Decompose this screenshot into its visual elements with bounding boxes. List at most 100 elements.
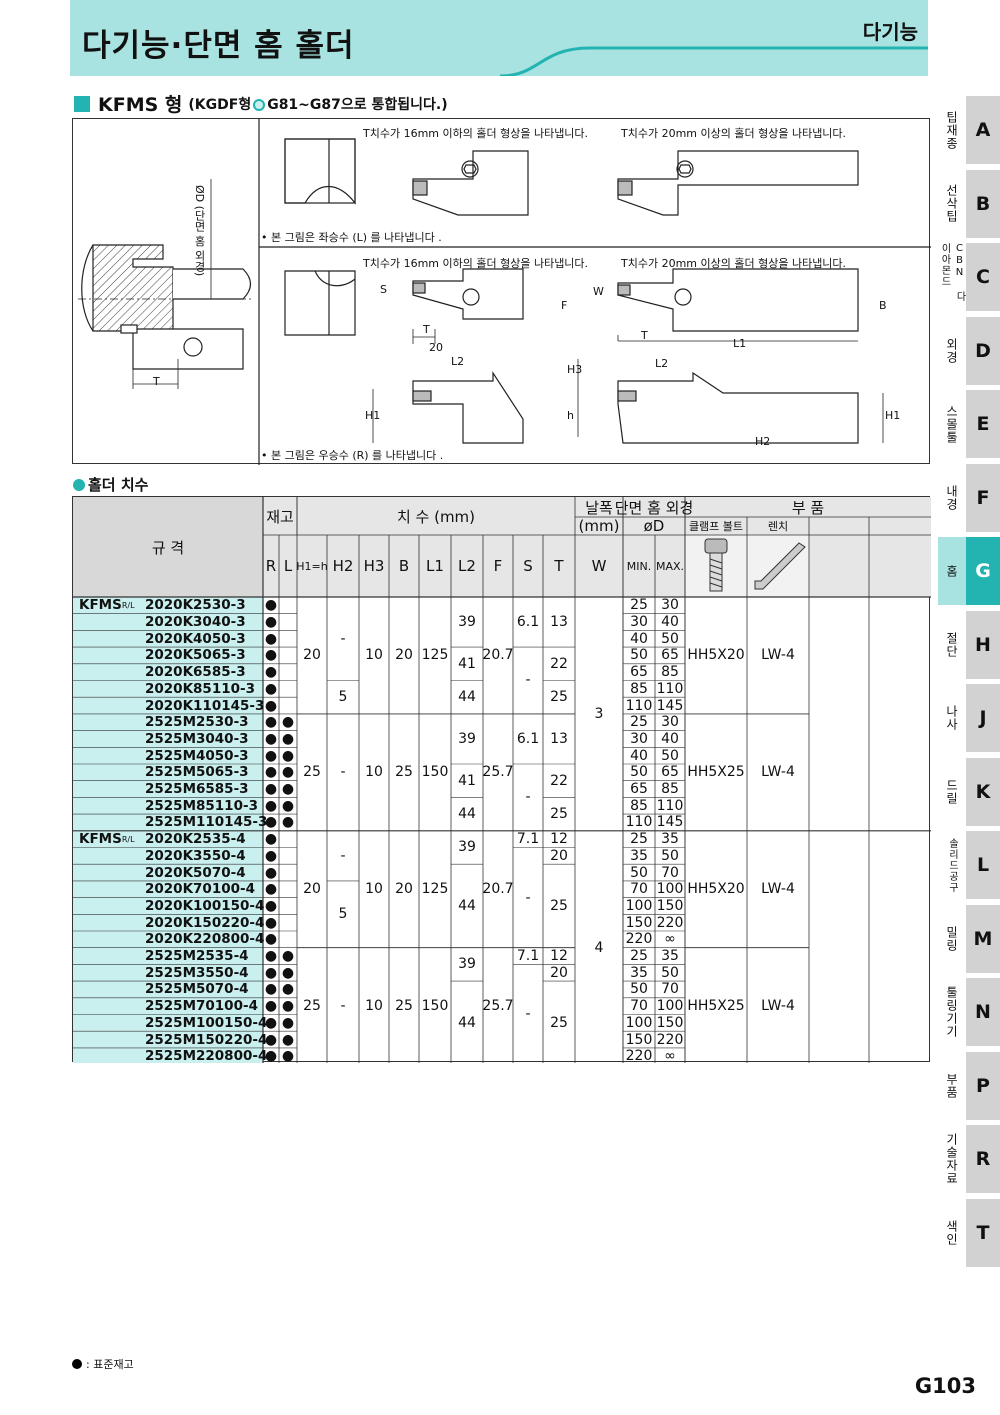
stock-l xyxy=(279,630,297,647)
od-max: 35 xyxy=(661,948,679,965)
cell-s: 7.1 xyxy=(516,831,540,848)
stock-r: ● xyxy=(264,1014,278,1031)
side-tab-t[interactable]: T xyxy=(966,1198,1000,1267)
side-tab-label-l[interactable]: 솔리드공구 xyxy=(946,837,958,893)
od-min: 50 xyxy=(630,647,648,664)
side-tab-label-a[interactable]: 팁재종 xyxy=(944,110,959,150)
cell-s: - xyxy=(525,1006,531,1023)
side-tab-r[interactable]: R xyxy=(966,1125,1000,1193)
side-tab-m[interactable]: M xyxy=(966,904,1000,973)
row-code: 2525M220800-4 xyxy=(145,1048,268,1065)
side-tab-e[interactable]: E xyxy=(966,390,1000,458)
od-min: 35 xyxy=(630,847,648,864)
od-label: ØD (단면 홈 외경) xyxy=(193,185,206,277)
row-code: 2525M3040-3 xyxy=(145,730,249,747)
header-band xyxy=(70,0,928,76)
stock-r: ● xyxy=(264,680,278,697)
row-code: 2525M70100-4 xyxy=(145,998,258,1015)
header-l1: L1 xyxy=(426,557,444,575)
od-min: 50 xyxy=(630,981,648,998)
dim-B: B xyxy=(879,299,887,312)
header-h1h: H1=h xyxy=(296,559,328,573)
cell-t: 12 xyxy=(550,831,568,848)
cell-l2: 39 xyxy=(458,730,476,747)
row-code: 2525M2530-3 xyxy=(145,714,249,731)
side-tab-label-c[interactable]: CBN 다이아몬드 xyxy=(939,243,965,302)
od-min: 150 xyxy=(625,914,653,931)
stock-l xyxy=(279,614,297,631)
side-tab-label-j[interactable]: 나사 xyxy=(944,705,959,731)
cell-s: - xyxy=(525,889,531,906)
row-code: 2020K100150-4 xyxy=(145,897,265,914)
side-tab-label-g[interactable]: 홈 xyxy=(938,537,966,605)
side-tab-label-k[interactable]: 드릴 xyxy=(944,778,959,805)
stock-r: ● xyxy=(264,981,278,998)
side-tab-label-p[interactable]: 부품 xyxy=(944,1072,959,1099)
side-tab-label-h[interactable]: 절단 xyxy=(944,631,959,658)
cell-l2: 41 xyxy=(458,655,476,672)
side-tab-label-b[interactable]: 선삭팁 xyxy=(944,184,959,223)
od-max: 220 xyxy=(656,1031,684,1048)
side-tab-b[interactable]: B xyxy=(966,169,1000,238)
stock-r: ● xyxy=(264,697,278,714)
side-tab-label-m[interactable]: 밀링 xyxy=(944,925,959,952)
side-tab-label-t[interactable]: 색인 xyxy=(944,1219,959,1246)
technical-drawing: T치수가 16mm 이하의 홀더 형상을 나타냅니다. T치수가 20mm 이상… xyxy=(72,118,931,465)
side-tab-h[interactable]: H xyxy=(966,610,1000,679)
caption-t16-top: T치수가 16mm 이하의 홀더 형상을 나타냅니다. xyxy=(363,127,589,140)
dim-H1-short: H1 xyxy=(365,409,381,422)
stock-r: ● xyxy=(264,847,278,864)
stock-r: ● xyxy=(264,948,278,965)
od-min: 110 xyxy=(625,697,653,714)
od-min: 40 xyxy=(630,747,648,764)
cell-f: 25.7 xyxy=(482,998,514,1015)
side-tab-f[interactable]: F xyxy=(966,463,1000,532)
stock-l: ● xyxy=(281,814,295,831)
row-code: 2525M5065-3 xyxy=(145,764,249,781)
dim-H2: H2 xyxy=(755,435,771,448)
row-code: 2020K150220-4 xyxy=(145,914,265,931)
cell-l2: 41 xyxy=(458,772,476,789)
side-tab-label-f[interactable]: 내경 xyxy=(944,484,959,511)
stock-l: ● xyxy=(281,781,295,798)
side-tab-label-e[interactable]: 스몰툴 xyxy=(944,404,959,444)
side-tab-c[interactable]: C xyxy=(966,243,1000,311)
cell-h1h: 25 xyxy=(303,764,321,781)
dim-F: F xyxy=(561,299,568,312)
side-tab-label-r[interactable]: 기술자료 xyxy=(944,1133,959,1185)
cell-h1h: 25 xyxy=(303,998,321,1015)
side-tab-p[interactable]: P xyxy=(966,1051,1000,1120)
od-max: 30 xyxy=(661,597,679,614)
od-max: 40 xyxy=(661,614,679,631)
od-min: 65 xyxy=(630,664,648,681)
row-code: 2525M150220-4 xyxy=(145,1031,268,1048)
od-max: 150 xyxy=(656,1014,684,1031)
side-tab-label-n[interactable]: 툴링기기 xyxy=(944,986,959,1038)
side-tab-g[interactable]: G xyxy=(966,537,1000,605)
od-max: 110 xyxy=(656,680,684,697)
row-code: 2020K6585-3 xyxy=(145,664,246,681)
side-tab-k[interactable]: K xyxy=(966,757,1000,826)
dim-L2-long: L2 xyxy=(655,357,669,370)
dim-L1: L1 xyxy=(733,337,747,350)
cell-wrench: LW-4 xyxy=(761,881,795,898)
side-tab-a[interactable]: A xyxy=(966,96,1000,164)
cell-bolt: HH5X25 xyxy=(687,764,745,781)
cell-bolt: HH5X20 xyxy=(687,881,745,898)
row-code: 2525M85110-3 xyxy=(145,797,258,814)
stock-l xyxy=(279,647,297,664)
od-min: 85 xyxy=(630,797,648,814)
side-tab-d[interactable]: D xyxy=(966,316,1000,385)
cell-h1h: 20 xyxy=(303,881,321,898)
stock-l: ● xyxy=(281,1048,295,1065)
side-tab-j[interactable]: J xyxy=(966,684,1000,752)
stock-l xyxy=(279,681,297,698)
cell-l1: 150 xyxy=(421,764,449,781)
row-code: 2020K2535-4 xyxy=(145,831,246,848)
side-tab-n[interactable]: N xyxy=(966,978,1000,1046)
side-tab-label-d[interactable]: 외경 xyxy=(944,337,959,364)
stock-legend: : 표준재고 xyxy=(72,1356,134,1372)
stock-l xyxy=(279,831,297,848)
dim-h: h xyxy=(567,409,574,422)
side-tab-l[interactable]: L xyxy=(966,831,1000,899)
